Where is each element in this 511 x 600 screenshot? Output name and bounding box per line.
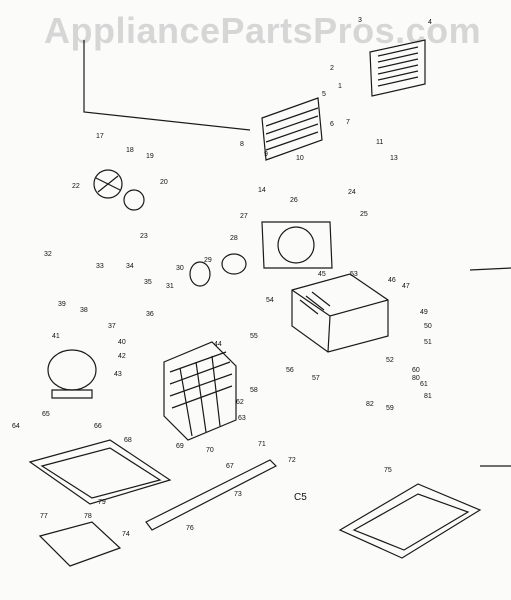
callout-36: 36 [146, 311, 154, 318]
callout-11: 11 [376, 139, 383, 146]
callout-54: 54 [266, 297, 274, 304]
callout-50: 50 [424, 323, 432, 330]
callout-67: 67 [226, 463, 234, 470]
callout-23: 23 [140, 233, 148, 240]
callout-73: 73 [234, 491, 242, 498]
condenser-fan-motor [189, 253, 247, 287]
callout-47: 47 [402, 283, 410, 290]
callout-20: 20 [160, 179, 168, 186]
callout-69: 69 [176, 443, 184, 450]
callout-32: 32 [44, 251, 52, 258]
callout-46: 46 [388, 277, 396, 284]
callout-76: 76 [186, 525, 194, 532]
callout-57: 57 [312, 375, 320, 382]
callout-74: 74 [122, 531, 130, 538]
callout-79: 79 [98, 499, 106, 506]
callout-13: 13 [390, 155, 398, 162]
callout-28: 28 [230, 235, 238, 242]
callout-75: 75 [384, 467, 392, 474]
callout-6: 6 [330, 121, 334, 128]
callout-27: 27 [240, 213, 248, 220]
callout-77: 77 [40, 513, 48, 520]
callout-30: 30 [176, 265, 184, 272]
callout-78: 78 [84, 513, 92, 520]
compressor [47, 349, 97, 399]
callout-14: 14 [258, 187, 266, 194]
callout-4: 4 [428, 19, 432, 26]
callout-64: 64 [12, 423, 20, 430]
callout-68: 68 [124, 437, 132, 444]
callout-26: 26 [290, 197, 298, 204]
cabinet-edge-right [469, 267, 511, 271]
callout-62: 62 [236, 399, 244, 406]
figure-code: C5 [294, 492, 307, 503]
callout-25: 25 [360, 211, 368, 218]
drain-pan [38, 521, 122, 567]
callout-41: 41 [52, 333, 60, 340]
callout-10: 10 [296, 155, 304, 162]
callout-63: 63 [238, 415, 246, 422]
callout-42: 42 [118, 353, 126, 360]
callout-59: 59 [386, 405, 394, 412]
callout-81: 81 [424, 393, 432, 400]
callout-55: 55 [250, 333, 258, 340]
callout-66: 66 [94, 423, 102, 430]
vent-grille [369, 39, 426, 97]
callout-43: 43 [114, 371, 122, 378]
evaporator-coil [261, 97, 323, 161]
condenser-rack [163, 341, 237, 441]
cabinet-outline [83, 40, 251, 131]
fan-shroud [261, 221, 333, 269]
callout-22: 22 [72, 183, 80, 190]
callout-71: 71 [258, 441, 266, 448]
callout-19: 19 [146, 153, 154, 160]
base-rail [145, 459, 278, 531]
grille-tray [338, 483, 482, 559]
callout-24: 24 [348, 189, 356, 196]
callout-60: 60 [412, 367, 420, 374]
callout-9: 9 [264, 151, 268, 158]
callout-49: 49 [420, 309, 428, 316]
callout-65: 65 [42, 411, 50, 418]
evaporator-fan [93, 169, 145, 211]
callout-58: 58 [250, 387, 258, 394]
callout-34: 34 [126, 263, 134, 270]
callout-31: 31 [166, 283, 174, 290]
callout-53: 53 [350, 271, 358, 278]
callout-29: 29 [204, 257, 212, 264]
callout-7: 7 [346, 119, 350, 126]
callout-70: 70 [206, 447, 214, 454]
callout-45: 45 [318, 271, 326, 278]
callout-80: 80 [412, 375, 420, 382]
callout-17: 17 [96, 133, 104, 140]
callout-33: 33 [96, 263, 104, 270]
callout-35: 35 [144, 279, 152, 286]
callout-61: 61 [420, 381, 428, 388]
callout-5: 5 [322, 91, 326, 98]
callout-72: 72 [288, 457, 296, 464]
base-frame [28, 439, 172, 505]
callout-18: 18 [126, 147, 134, 154]
callout-8: 8 [240, 141, 244, 148]
callout-52: 52 [386, 357, 394, 364]
control-box [291, 273, 389, 353]
callout-1: 1 [338, 83, 342, 90]
callout-40: 40 [118, 339, 126, 346]
callout-82: 82 [366, 401, 374, 408]
callout-38: 38 [80, 307, 88, 314]
callout-44: 44 [214, 341, 222, 348]
callout-2: 2 [330, 65, 334, 72]
callout-39: 39 [58, 301, 66, 308]
callout-37: 37 [108, 323, 116, 330]
callout-56: 56 [286, 367, 294, 374]
callout-51: 51 [424, 339, 432, 346]
callout-3: 3 [358, 17, 362, 24]
